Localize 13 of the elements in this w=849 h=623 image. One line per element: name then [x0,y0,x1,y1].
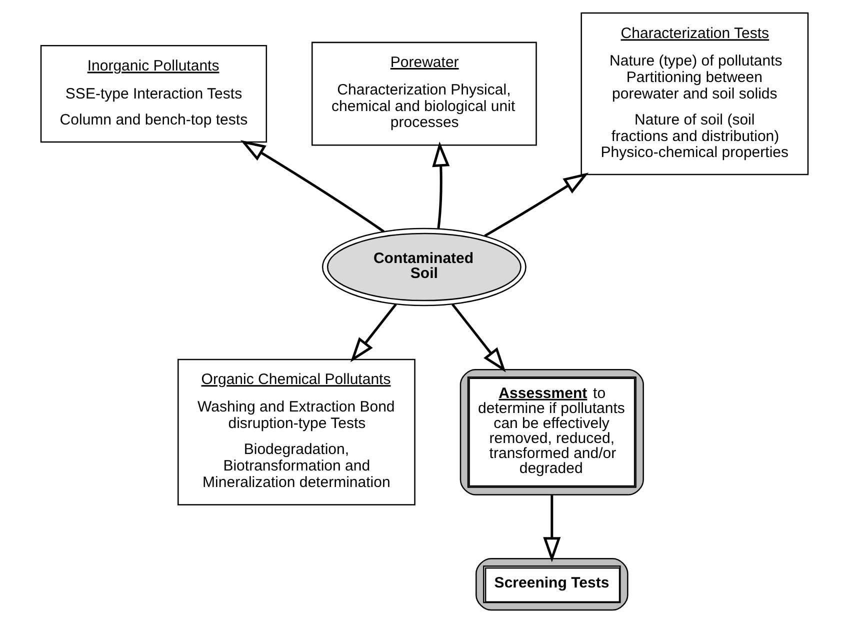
arrow [432,142,450,228]
arrow [350,304,397,362]
node-box: Organic Chemical Pollutants Washing and Extraction Bond disruption-type Tests Biodegradation, Biotransformation and Mineralization determination [178,358,416,506]
arrow [240,140,385,233]
node-ellipse: Contaminated Soil [322,228,526,306]
arrow [543,495,561,562]
node-box: Inorganic Pollutants SSE-type Interaction Tests Column and bench-top tests [40,44,268,143]
node-box: Assessment to determine if pollutants can be effectively removed, reduced, transformed and/or degraded [460,368,644,496]
node-box: Characterization Tests Nature (type) of pollutants Partitioning between porewater and soil solids Nature of soil (soil fractions and distribution) Physico-chemical properties [580,12,809,176]
node-box: Porewater Characterization Physical, chemical and biological unit processes [312,42,537,146]
arrow [452,304,506,372]
arrow [484,172,589,237]
node-box: Screening Tests [476,558,628,611]
